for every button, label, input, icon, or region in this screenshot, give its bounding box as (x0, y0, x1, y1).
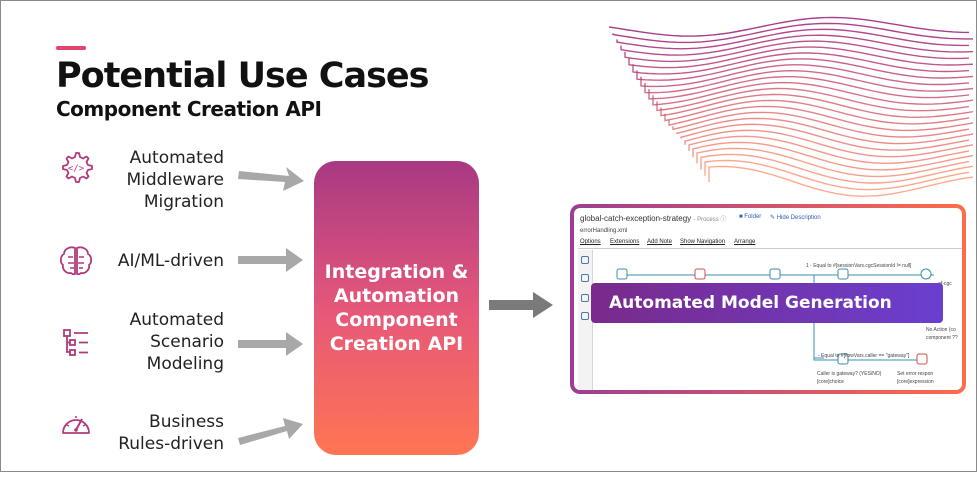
flow-caller-1: Caller is gateway? (YES/NO) (817, 371, 882, 377)
wave-line (612, 22, 973, 44)
folder-link[interactable]: ■ Folder (739, 214, 762, 220)
use-case-label-4: Business Rules-driven (118, 412, 224, 454)
transform-icon[interactable] (581, 294, 589, 302)
wave-line (668, 105, 974, 132)
file-name: errorHandling.xml (580, 228, 628, 234)
automated-model-generation-banner: Automated Model Generation (591, 283, 943, 323)
wave-line (664, 99, 970, 125)
toolbar-divider (578, 248, 962, 249)
menu-extensions[interactable]: Extensions (610, 239, 640, 245)
wave-line (656, 87, 970, 112)
page-subtitle: Component Creation API (56, 97, 322, 121)
use-case-label-2: AI/ML-driven (117, 251, 224, 271)
use-case-label-3: Automated Scenario Modeling (129, 310, 224, 374)
wave-line (632, 52, 970, 75)
flow-condition-1-tail: ...of-cgc (934, 281, 952, 287)
wave-line (640, 64, 970, 88)
flow-node-7 (916, 353, 928, 365)
wave-line (672, 111, 970, 138)
flow-condition-1: 1 - Equal to #[sessionVars.cgcSessionId … (806, 263, 912, 269)
flow-no-action-2: component ?? (926, 335, 958, 341)
arrow-4 (238, 418, 303, 445)
flow-node-3 (769, 268, 781, 280)
wave-line (628, 46, 974, 69)
wave-line (620, 34, 974, 56)
wave-line (696, 147, 970, 178)
wave-line (624, 40, 970, 63)
title-accent-bar (56, 46, 86, 50)
wave-line (636, 58, 974, 81)
flow-set-error-2: [core]expression (897, 379, 934, 385)
flow-node-1 (616, 268, 628, 280)
gauge-icon (62, 416, 90, 434)
wave-line (608, 16, 970, 37)
palette-icon[interactable] (581, 274, 589, 282)
flow-node-4 (837, 268, 849, 280)
menu-arrange[interactable]: Arrange (734, 239, 756, 245)
wave-line (704, 159, 970, 191)
wave-line (652, 81, 974, 106)
svg-text:</>: </> (68, 164, 85, 174)
wave-line (680, 123, 970, 151)
flow-diagram (616, 268, 934, 365)
flow-set-error-1: Set error respon (897, 371, 934, 377)
wave-line (688, 135, 970, 165)
gear-code-icon: </> (62, 152, 93, 183)
flow-node-2 (694, 268, 706, 280)
hub-label: Integration & Automation Component Creat… (324, 261, 469, 355)
arrow-3 (238, 332, 303, 356)
arrow-2 (238, 248, 303, 272)
arrow-1 (238, 167, 304, 191)
brain-icon (59, 246, 93, 276)
folder-icon: ■ (739, 214, 745, 220)
wave-line (616, 28, 969, 50)
integration-api-box: Integration & Automation Component Creat… (314, 161, 479, 455)
wave-line (700, 153, 974, 184)
menu-show-navigation[interactable]: Show Navigation (680, 239, 726, 245)
menu-add-note[interactable]: Add Note (647, 239, 673, 245)
menu-options[interactable]: Options (580, 239, 601, 245)
banner-label: Automated Model Generation (609, 293, 892, 313)
hide-description-link[interactable]: ✎ Hide Description (770, 215, 821, 221)
wave-line (660, 93, 974, 119)
wave-line (684, 129, 974, 158)
connector-icon[interactable] (581, 312, 589, 320)
flow-node-6 (837, 353, 849, 365)
wave-line (692, 141, 974, 171)
process-title: global-catch-exception-strategy - Proces… (580, 214, 727, 223)
use-case-label-1: Automated Middleware Migration (126, 148, 224, 212)
page-title: Potential Use Cases (56, 56, 429, 96)
output-arrow (489, 292, 553, 318)
wave-line (648, 76, 970, 100)
flow-no-action-1: No Action (co (926, 327, 956, 333)
flow-list-icon (63, 329, 88, 356)
flow-caller-2: [core]choice (817, 379, 844, 385)
decorative-waves (608, 16, 974, 197)
wave-line (676, 117, 974, 145)
pencil-icon: ✎ (770, 215, 777, 221)
search-icon[interactable] (581, 256, 589, 264)
wave-line (644, 69, 974, 94)
wave-line (708, 165, 974, 197)
flow-node-5 (920, 268, 932, 280)
flow-condition-2: - Equal to #[flowVars.caller == "gateway… (818, 353, 910, 359)
